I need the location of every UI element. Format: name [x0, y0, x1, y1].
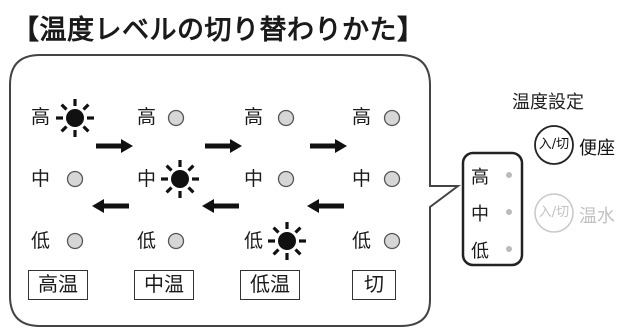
indicator-off-low-col1: [66, 232, 84, 250]
indicator-lit-high-col1: [56, 99, 94, 137]
burst-ray: [60, 103, 68, 111]
column-4-indicators: [383, 109, 401, 250]
indicator-lit-mid-col2: [161, 160, 199, 198]
water-button-label: 温水: [579, 206, 615, 227]
indicator-off-low-col4: [383, 232, 401, 250]
burst-ray: [294, 226, 302, 234]
panel-indicator-high: [506, 172, 512, 178]
burst-ray: [272, 248, 280, 256]
column-1-indicators: [56, 99, 94, 250]
arrow-right-2: [205, 139, 242, 153]
burst-ray: [60, 125, 68, 133]
burst-ray: [187, 164, 195, 172]
water-power-button[interactable]: 入/切: [538, 205, 570, 220]
arrow-right-3: [310, 139, 347, 153]
arrow-left-1: [92, 199, 129, 213]
burst-ray: [187, 186, 195, 194]
diagram-title: 【温度レベルの切り替わりかた】: [12, 15, 425, 46]
level-label-high-col2: 高: [137, 106, 157, 128]
burst-ray: [165, 164, 173, 172]
panel-level-mid: 中: [471, 204, 489, 225]
mode-box-off: 切: [352, 270, 396, 300]
burst-ray: [82, 125, 90, 133]
indicator-off-high-col3: [277, 109, 295, 127]
panel-level-low: 低: [471, 241, 489, 262]
level-label-high-col3: 高: [244, 106, 264, 128]
mode-box-mid-temp: 中温: [134, 270, 194, 300]
seat-power-button-ring: [534, 125, 574, 165]
level-label-high-col4: 高: [352, 106, 372, 128]
seat-button-label: 便座: [579, 138, 615, 159]
arrow-right-1: [96, 139, 133, 153]
level-panel-frame: [461, 151, 524, 267]
panel-level-high: 高: [471, 167, 489, 188]
mode-box-low-temp: 低温: [240, 270, 300, 300]
indicator-off-mid-col1: [66, 170, 84, 188]
indicator-off-mid-col4: [383, 170, 401, 188]
level-label-low-col2: 低: [137, 230, 157, 252]
arrow-left-3: [307, 199, 344, 213]
indicator-off-low-col2: [167, 232, 185, 250]
panel-indicator-mid: [506, 209, 512, 215]
level-label-mid-col4: 中: [352, 168, 372, 190]
mode-box-high-temp: 高温: [28, 270, 88, 300]
transition-arrows-right: [96, 139, 347, 153]
level-label-low-col4: 低: [352, 230, 372, 252]
burst-ray: [165, 186, 173, 194]
burst-ray: [82, 103, 90, 111]
indicator-lit-low-col3: [268, 222, 306, 260]
level-label-mid-col1: 中: [31, 168, 51, 190]
panel-indicator-low: [506, 246, 512, 252]
column-3-indicators: [268, 109, 306, 260]
burst-ray: [272, 226, 280, 234]
level-label-mid-col2: 中: [137, 168, 157, 190]
column-2-indicators: [161, 109, 199, 250]
water-power-button-ring: [534, 193, 574, 233]
arrow-left-2: [202, 199, 239, 213]
temperature-setting-title: 温度設定: [512, 92, 584, 113]
transition-arrows-left: [92, 199, 344, 213]
burst-ray: [294, 248, 302, 256]
level-label-mid-col3: 中: [244, 168, 264, 190]
indicator-off-high-col2: [167, 109, 185, 127]
level-label-high-col1: 高: [31, 106, 51, 128]
seat-power-button[interactable]: 入/切: [538, 137, 570, 152]
speech-bubble-frame: [9, 54, 461, 327]
indicator-off-high-col4: [383, 109, 401, 127]
indicator-off-mid-col3: [277, 170, 295, 188]
level-label-low-col1: 低: [31, 230, 51, 252]
level-label-low-col3: 低: [244, 230, 264, 252]
